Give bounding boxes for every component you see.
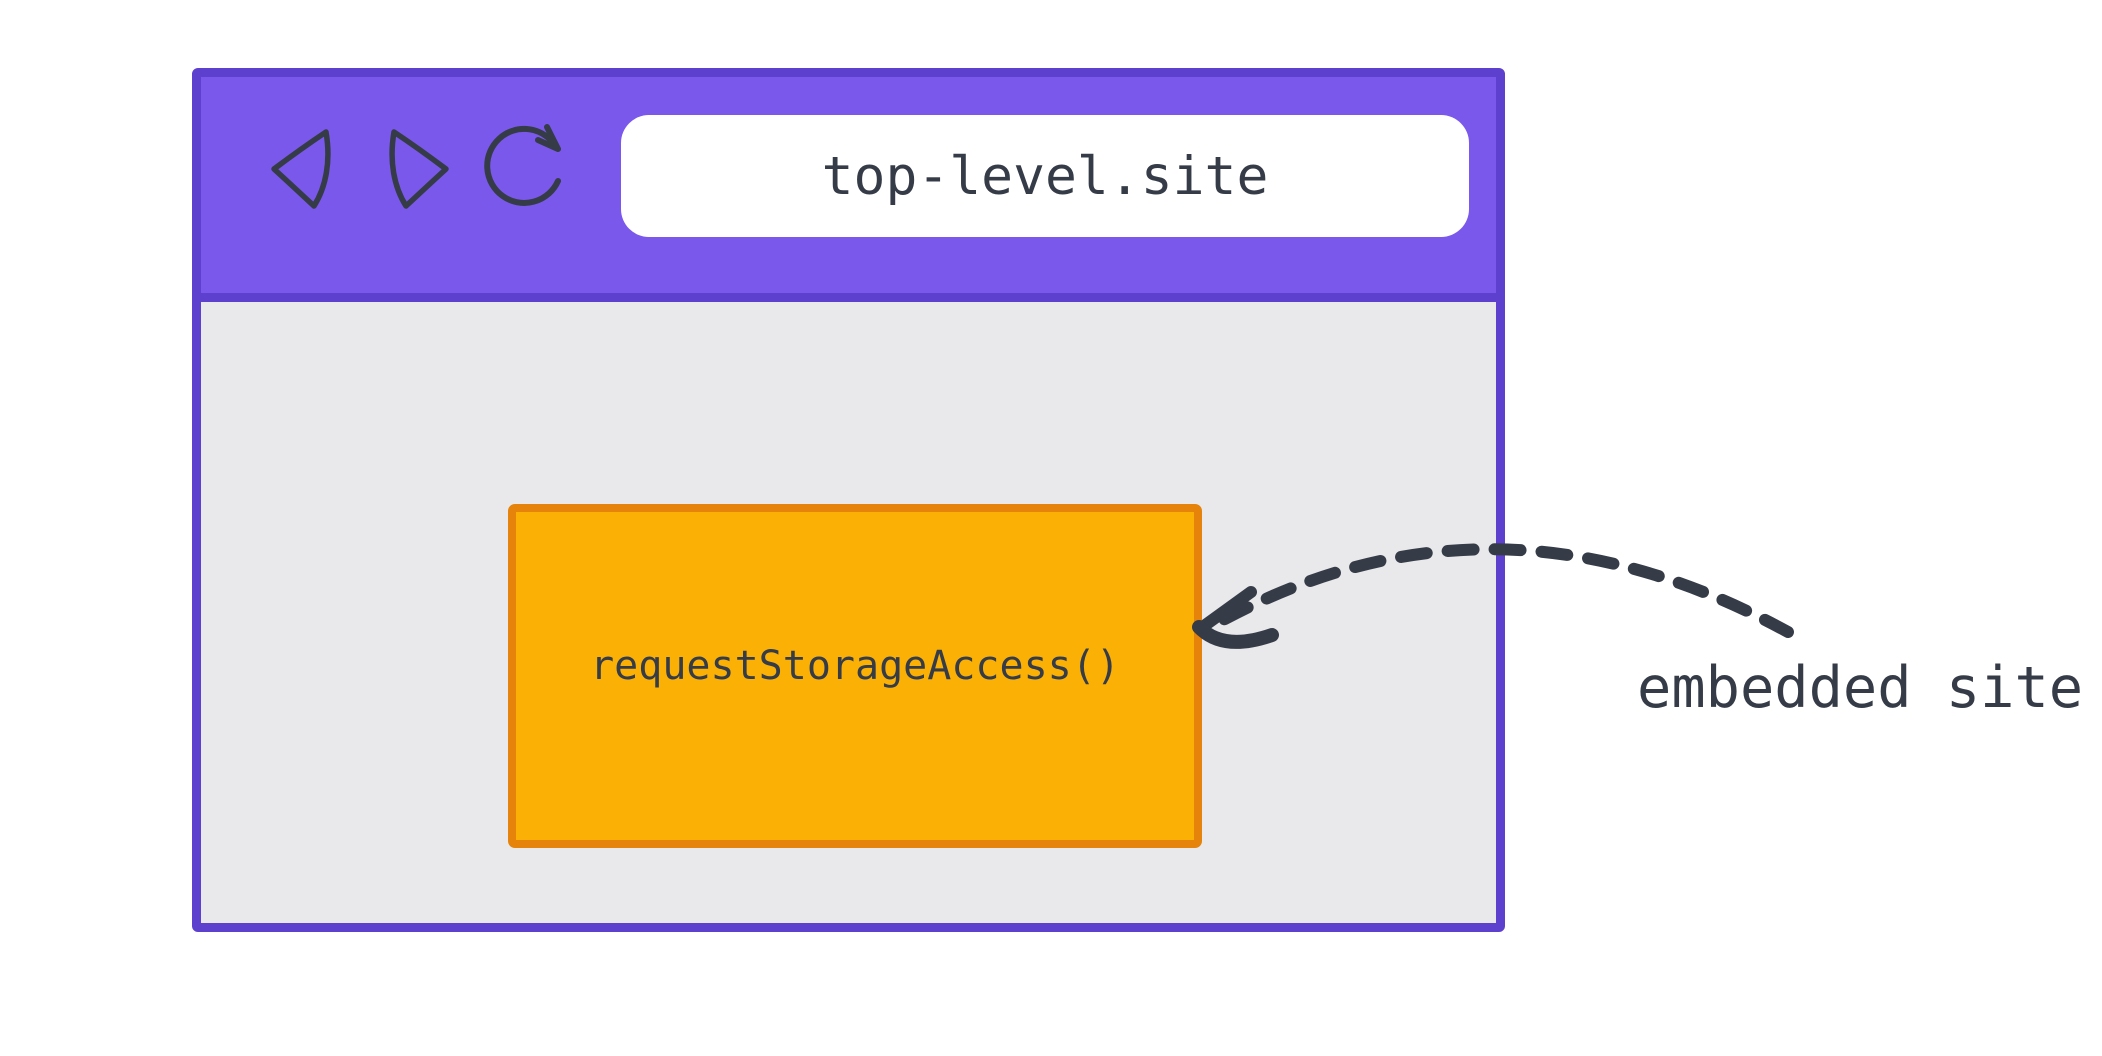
embedded-frame-label: requestStorageAccess() — [590, 643, 1120, 689]
reload-icon-arrowhead — [535, 124, 561, 152]
browser-window: top-level.site requestStorageAccess() — [192, 68, 1505, 932]
forward-icon[interactable] — [389, 127, 449, 211]
reload-icon[interactable] — [483, 117, 575, 213]
back-icon[interactable] — [271, 127, 331, 211]
address-bar-url: top-level.site — [821, 145, 1269, 207]
address-bar[interactable]: top-level.site — [621, 115, 1469, 237]
reload-icon-arc — [484, 125, 561, 206]
embedded-frame[interactable]: requestStorageAccess() — [508, 504, 1202, 848]
back-icon-shape — [271, 129, 331, 209]
browser-toolbar: top-level.site — [201, 77, 1496, 302]
embedded-site-label: embedded site — [1637, 655, 2084, 721]
forward-icon-shape — [389, 129, 449, 209]
